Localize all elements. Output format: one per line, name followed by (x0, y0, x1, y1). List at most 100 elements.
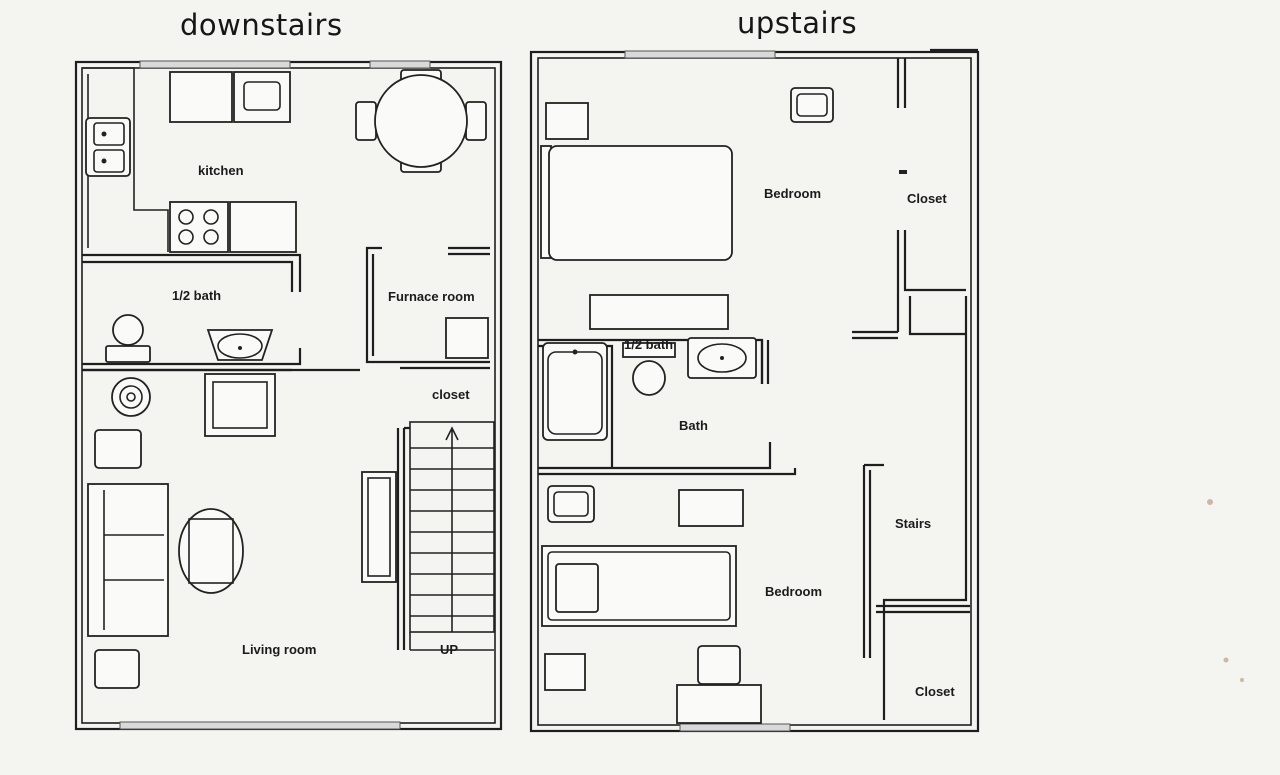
desk-chair (697, 645, 741, 685)
kitchen-cabinet (169, 71, 233, 123)
room-label-half-bath-down: 1/2 bath (172, 288, 222, 303)
downstairs-plan (74, 60, 503, 731)
side-table-top (94, 429, 142, 469)
stairs-wall (862, 296, 968, 720)
bathtub-drain (572, 349, 578, 355)
kitchen-sink (85, 117, 131, 177)
chair-upper (790, 87, 834, 123)
paper-speck (1207, 499, 1213, 505)
room-label-furnace-room: Furnace room (388, 289, 475, 304)
closet-lower-wall (876, 604, 970, 614)
upstairs-title: upstairs (737, 6, 858, 40)
sofa-cushions (103, 490, 164, 630)
half-bath-toilet-bowl (112, 314, 144, 346)
floor-lamp-outer (111, 377, 151, 417)
downstairs-window-bottom (119, 721, 401, 730)
sofa-body (87, 483, 169, 637)
chair-upper-seat (796, 93, 828, 117)
closet-upper-wall (852, 58, 966, 340)
bed-lower-mattress (547, 551, 731, 621)
downstairs-window-top-right (369, 60, 431, 69)
burner-3 (178, 229, 194, 245)
bed-lower (541, 545, 737, 627)
chair-lower-seat (553, 491, 589, 517)
kitchen-wall (82, 253, 302, 292)
dining-chair-left (355, 101, 377, 141)
upstairs-window-bottom (679, 723, 791, 732)
room-label-bedroom-lower: Bedroom (765, 584, 823, 599)
armchair-seat (212, 381, 268, 429)
half-bath-sink-drain (238, 346, 242, 350)
upstairs-toilet-tank (622, 342, 676, 358)
half-bath-sink-basin (217, 333, 263, 359)
downstairs-title: downstairs (180, 8, 343, 42)
nightstand-lower (544, 653, 586, 691)
coffee-table-inner (188, 518, 234, 584)
stair-rail (396, 426, 410, 650)
room-label-half-bath-up: 1/2 bath (624, 337, 674, 352)
desk (676, 684, 762, 724)
upstairs-window-top (624, 50, 776, 59)
bench-inner (367, 477, 391, 577)
side-table-bottom (94, 649, 140, 689)
sink-drain-2 (101, 158, 107, 164)
paper-speck (1240, 678, 1244, 682)
desk-lower (678, 489, 744, 527)
closet-upper-handle (899, 170, 907, 174)
kitchen-appliance (233, 71, 291, 123)
kitchen-appliance-inner (243, 81, 281, 111)
room-label-closet-lower: Closet (915, 684, 955, 699)
upstairs-plan (529, 48, 980, 733)
upstairs-sink-basin (697, 343, 747, 373)
bed-upper-mattress (548, 145, 733, 261)
burner-4 (203, 229, 219, 245)
sink-drain-1 (101, 131, 107, 137)
dining-table (355, 69, 487, 173)
armchair (204, 373, 276, 437)
floor-lamp-inner (119, 385, 143, 409)
sofa (87, 483, 169, 637)
sink-basin-2 (93, 149, 125, 173)
upstairs-toilet-bowl (632, 360, 666, 396)
armchair-body (204, 373, 276, 437)
bathtub (542, 342, 608, 441)
burner-2 (203, 209, 219, 225)
half-bath-toilet-tank (105, 345, 151, 363)
sink-basin-1 (93, 122, 125, 146)
room-label-bedroom-upper: Bedroom (764, 186, 822, 201)
room-label-kitchen: kitchen (198, 163, 244, 178)
room-label-closet-upper: Closet (907, 191, 947, 206)
dining-chair-right (465, 101, 487, 141)
kitchen-counter-right (229, 201, 297, 253)
floor-lamp (111, 377, 151, 417)
stair-landing (409, 632, 494, 651)
coffee-table (178, 508, 244, 594)
room-label-bath: Bath (679, 418, 708, 433)
stairs-up-label: UP (440, 642, 459, 657)
chair-lower (547, 485, 595, 523)
furnace-room-wall (365, 246, 490, 364)
downstairs-window-top (139, 60, 291, 69)
room-label-stairs: Stairs (895, 516, 932, 531)
bed-upper (540, 145, 733, 261)
bathtub-outer (542, 342, 608, 441)
floor-lamp-center (126, 392, 136, 402)
burner-1 (178, 209, 194, 225)
paper-speck (1223, 657, 1229, 663)
bench (361, 471, 397, 583)
kitchen-stove (169, 201, 229, 253)
bath-right-wall (760, 340, 770, 384)
downstairs-staircase (396, 421, 495, 651)
furnace (445, 317, 489, 359)
bed-lower-pillow (555, 563, 599, 613)
room-label-closet-down: closet (432, 387, 470, 402)
coffee-table-top (178, 508, 244, 594)
dining-table-top (374, 74, 468, 168)
room-label-living-room: Living room (242, 642, 317, 657)
upstairs-sink-drain (720, 356, 724, 360)
nightstand-upper (545, 102, 589, 140)
dresser-upper (589, 294, 729, 330)
stair-arrow (445, 426, 459, 632)
